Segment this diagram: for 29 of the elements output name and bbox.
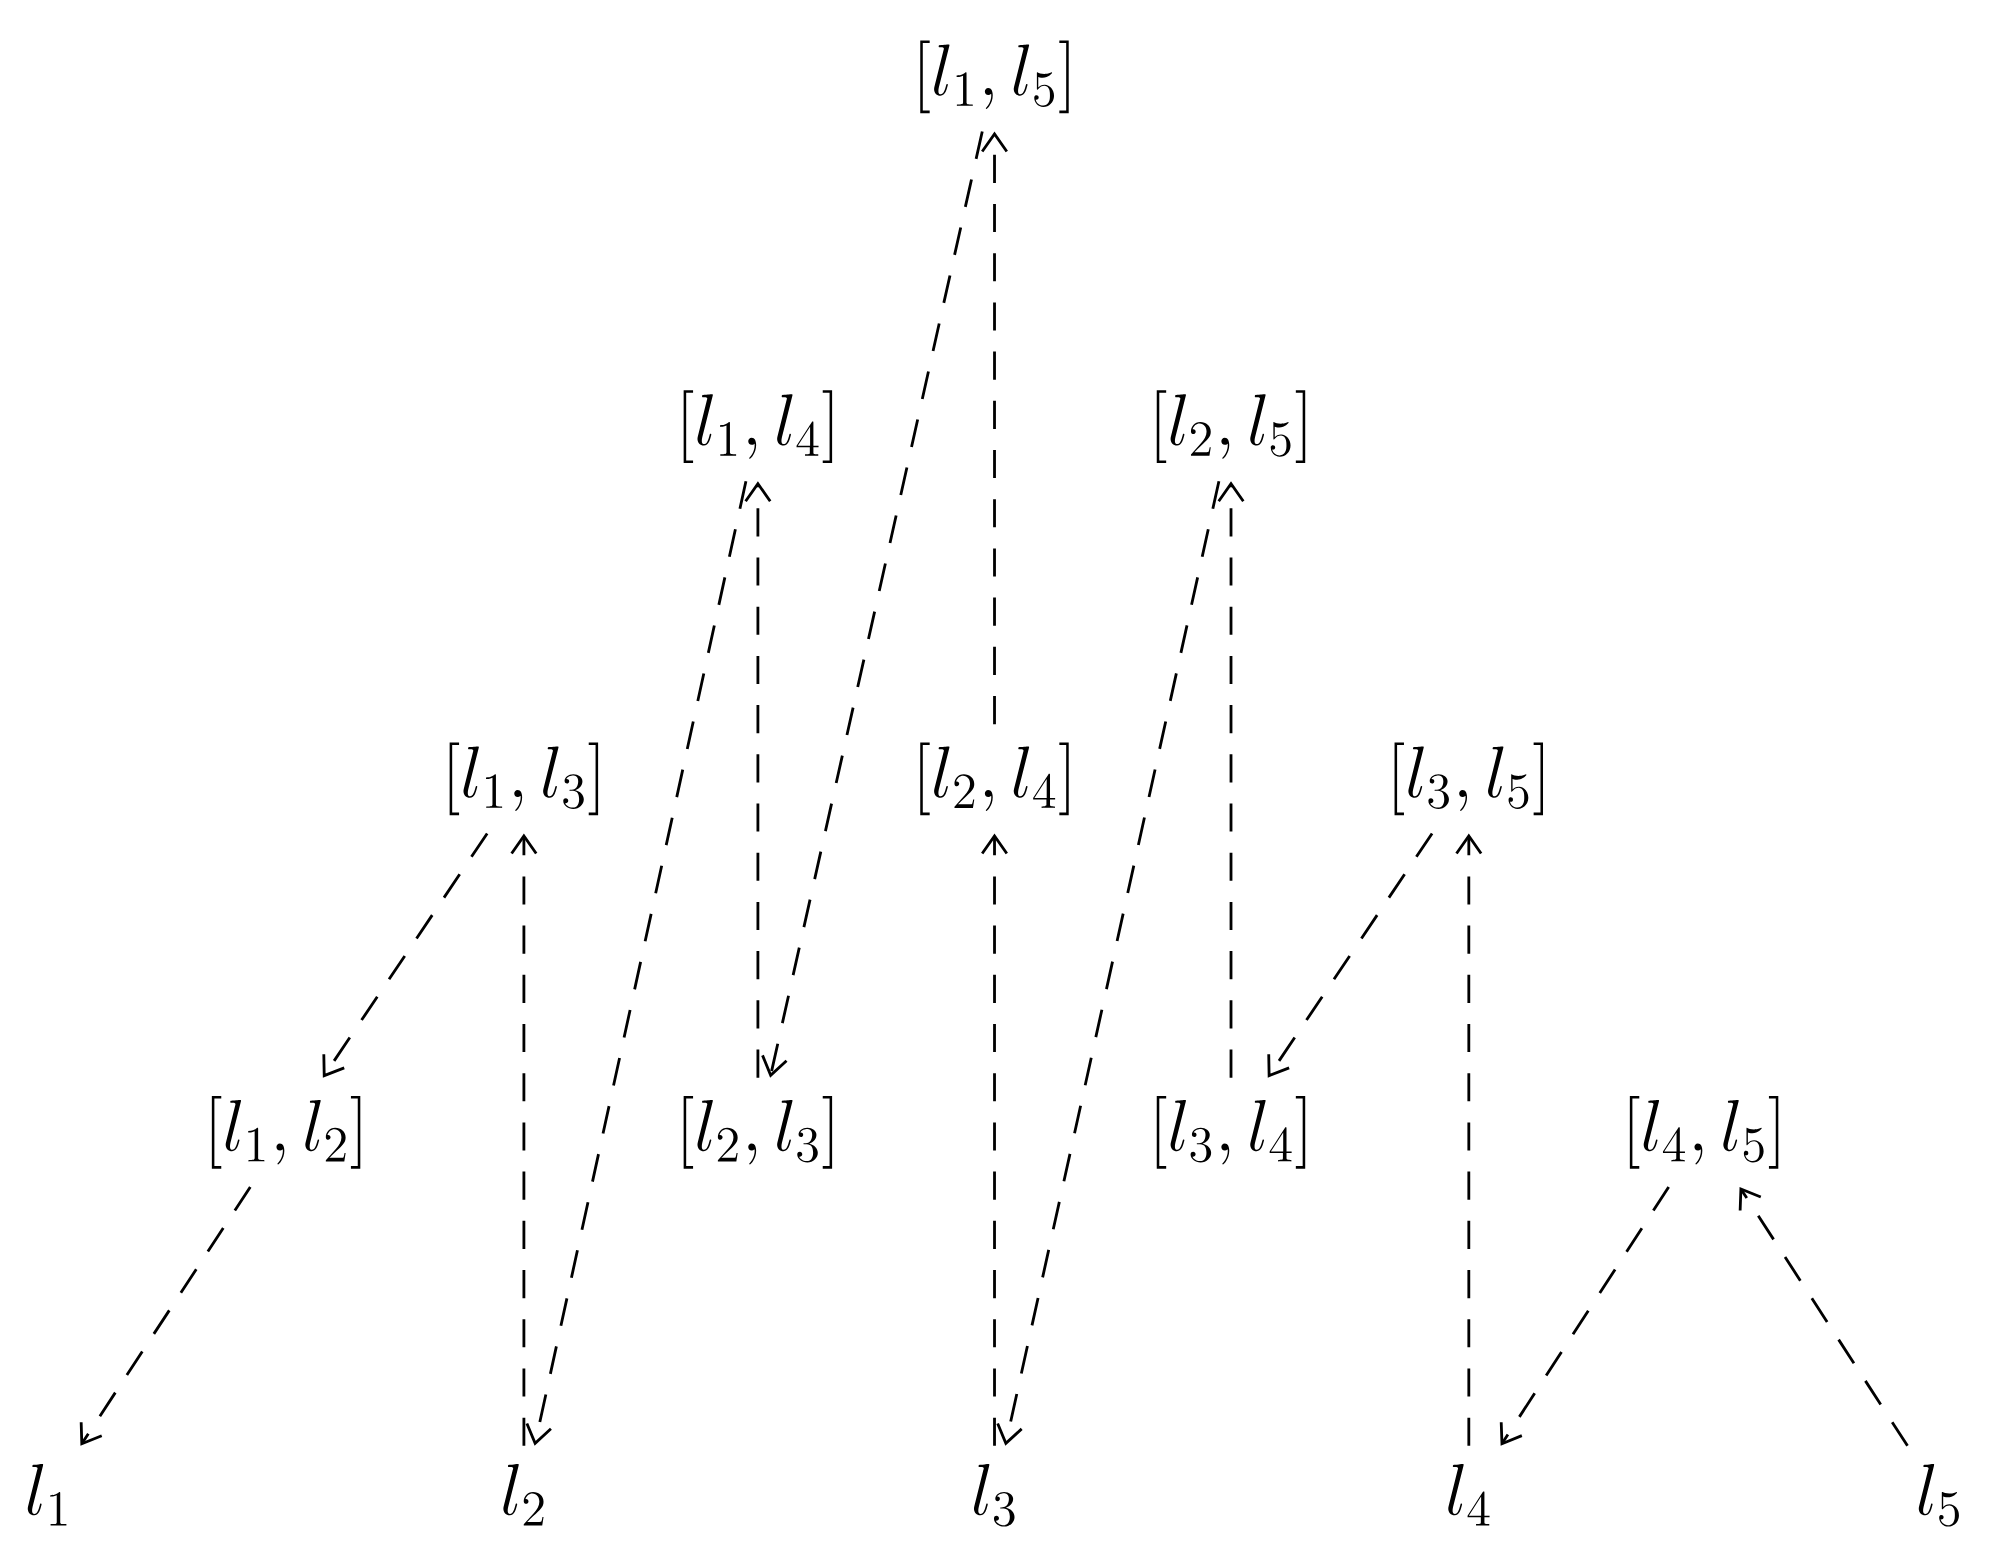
arrow: [996, 480, 1221, 1446]
math-label: $[l_3, l_5]$: [1394, 742, 1543, 816]
math-label: $[l_1, l_5]$: [920, 40, 1069, 114]
math-label: $[l_2, l_5]$: [1156, 390, 1306, 463]
arrow: [510, 833, 538, 1446]
math-label: $[l_1, l_4]$: [683, 390, 833, 463]
arrow: [525, 480, 748, 1446]
arrow: [1499, 1186, 1670, 1446]
math-label: $[l_2, l_4]$: [920, 742, 1069, 816]
math-label: $[l_1, l_3]$: [449, 742, 599, 816]
math-label: $l_3$: [973, 1464, 1015, 1527]
math-label: $l_2$: [503, 1464, 544, 1526]
arrow: [1738, 1186, 1909, 1447]
math-label: $[l_1, l_2]$: [211, 1095, 361, 1169]
math-label: $l_1$: [27, 1464, 67, 1526]
math-label: $l_5$: [1918, 1464, 1959, 1527]
arrow: [744, 481, 772, 1078]
math-label: $[l_4, l_5]$: [1629, 1095, 1779, 1169]
math-label: $[l_3, l_4]$: [1156, 1095, 1306, 1169]
arrow: [981, 131, 1008, 725]
arrow: [1267, 832, 1434, 1078]
arrow: [79, 1186, 252, 1446]
math-label: $[l_2, l_3]$: [683, 1095, 833, 1169]
math-label: $l_4$: [1448, 1464, 1490, 1526]
arrow: [1455, 833, 1483, 1446]
arrow: [322, 832, 489, 1078]
arrow: [761, 131, 984, 1078]
arrow: [981, 833, 1008, 1446]
arrow: [1217, 481, 1245, 1078]
